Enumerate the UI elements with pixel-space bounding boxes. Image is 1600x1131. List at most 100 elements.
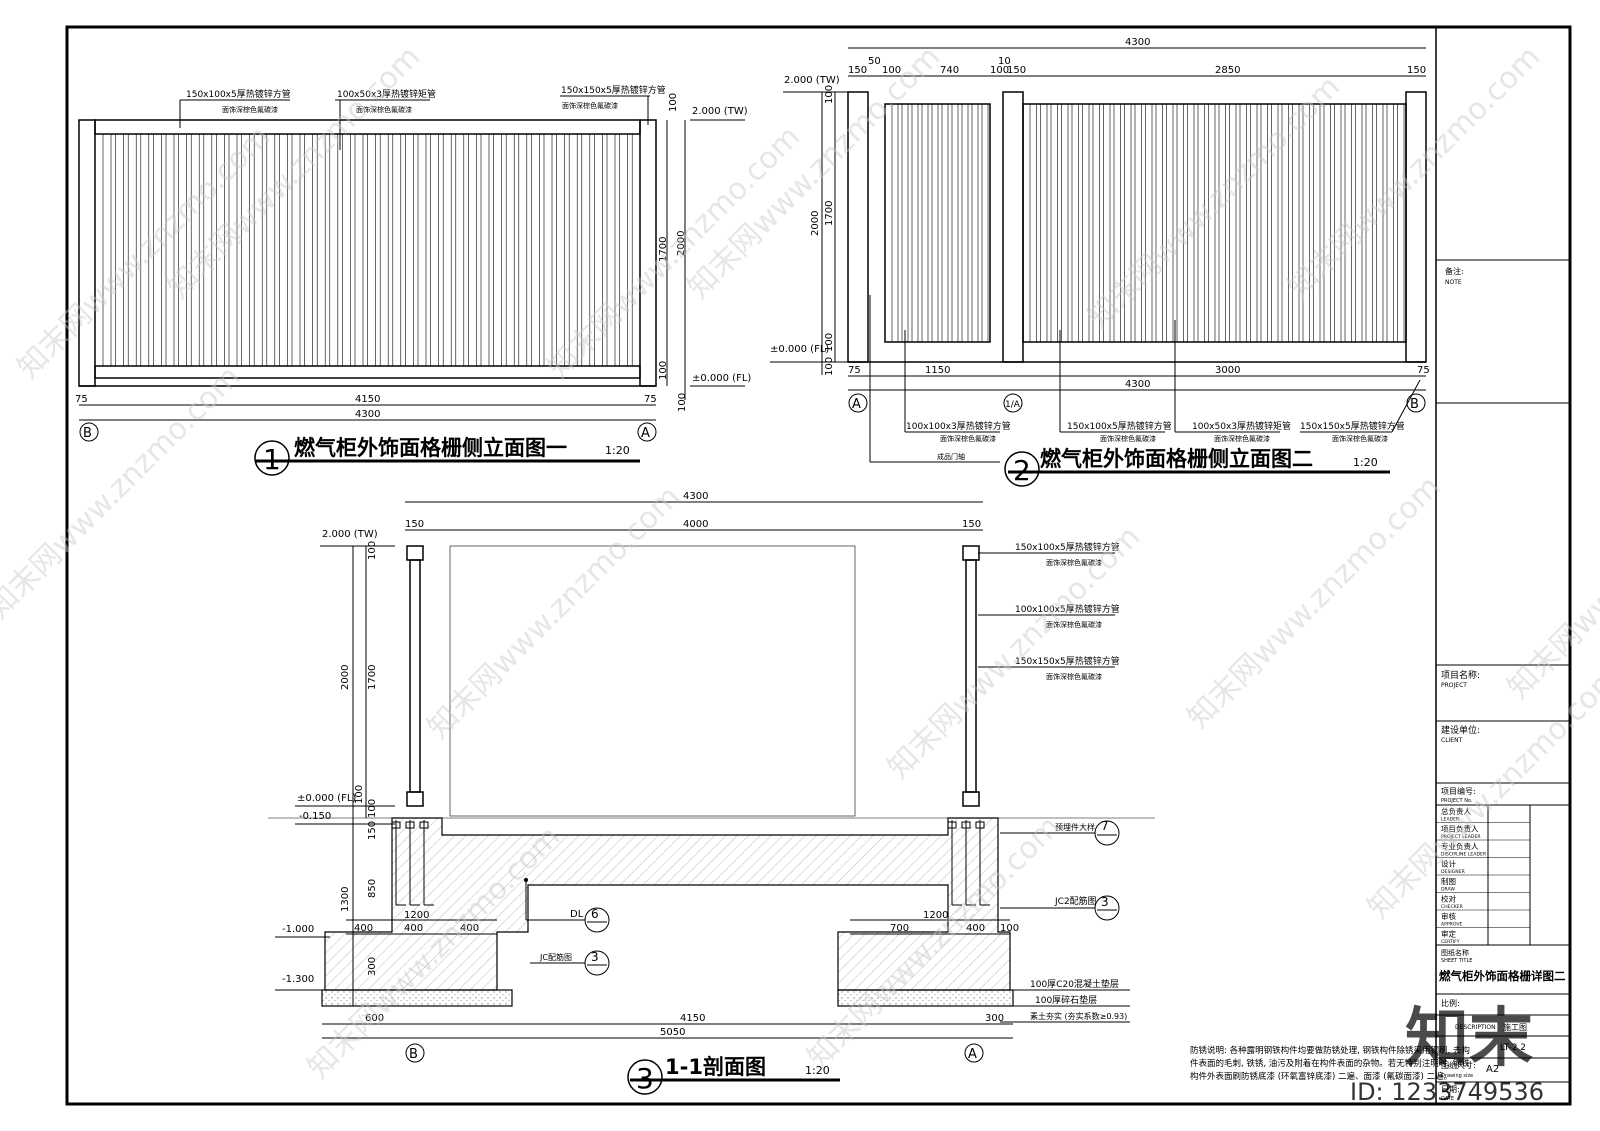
tb-role-en: CHECKER — [1441, 904, 1464, 910]
watermark-text: 知末网www.znzmo.com — [881, 519, 1147, 785]
anchor-nut — [391, 821, 401, 829]
tb-date-label: 日期: — [1441, 1085, 1460, 1094]
d2-slat — [1229, 103, 1237, 343]
d1-dim-h-bot: 100 — [658, 361, 669, 380]
d3-vdim-7: 850 — [367, 879, 378, 898]
d1-slat — [354, 133, 364, 367]
d1-slat — [178, 133, 187, 367]
d1-slat — [405, 133, 414, 367]
d1-slat — [329, 133, 339, 367]
d2-level-top: 2.000 (TW) — [784, 75, 840, 86]
drawing-1-elevation: 100 1700 2000 100 100 2.000 (TW) ±0.000 … — [75, 84, 751, 476]
d2-slat — [1176, 103, 1184, 343]
watermark-text: 知末网www.znzmo.com — [1181, 469, 1447, 735]
d2-slat — [1029, 103, 1037, 343]
d2-label-4-spec: 150x150x5厚热镀锌方管 — [1300, 420, 1405, 432]
d1-slat — [430, 133, 439, 367]
d3-label-1-finish: 面饰深棕色氟碳漆 — [1046, 558, 1102, 567]
d3-layer-1: 100厚C20混凝土垫层 — [1030, 978, 1119, 990]
anchor-nut — [419, 821, 429, 829]
d3-grid-left: B — [409, 1047, 418, 1062]
d3-vdim-8: 1300 — [340, 887, 351, 912]
tb-role-cn: 审核 — [1441, 911, 1457, 921]
d2-dim-b-3: 3000 — [1215, 365, 1240, 376]
d3-foot-left-1200: 1200 — [404, 910, 429, 921]
d3-embed-label: 预埋件大样 — [1055, 822, 1095, 832]
d2-dim-h-bot: 100 — [824, 333, 835, 352]
tb-client-label: 建设单位: — [1441, 724, 1480, 736]
d3-label-3-spec: 150x150x5厚热镀锌方管 — [1015, 655, 1120, 667]
d3-foot-left-c: 400 — [460, 923, 479, 934]
d1-dim-total: 4300 — [355, 409, 380, 420]
d3-grid-right: A — [968, 1047, 977, 1062]
d3-vdim-9: 300 — [367, 957, 378, 976]
d1-slat — [442, 133, 452, 367]
tb-role-en: DESIGNER — [1441, 869, 1466, 875]
d1-slat — [304, 133, 313, 367]
d1-slat — [606, 133, 616, 367]
logo-watermark: 知末 — [1405, 1002, 1533, 1076]
d2-slat — [1082, 103, 1090, 343]
d3-embed-ref: 7 — [1101, 819, 1109, 833]
tb-date-label-en: DATE — [1441, 1096, 1454, 1102]
d2-gate-slat — [921, 103, 929, 343]
d2-slat — [1292, 103, 1300, 343]
d3-layer-3: 素土夯实 (夯实系数≥0.93) — [1030, 1011, 1127, 1021]
d3-foot-left-b: 400 — [404, 923, 423, 934]
d1-slat — [568, 133, 578, 367]
d1-slat — [228, 133, 238, 367]
d3-level-zero: ±0.000 (FL) — [297, 793, 356, 804]
d1-slat — [153, 133, 162, 367]
d2-slat — [1071, 103, 1079, 343]
d1-grid-right: A — [641, 426, 650, 441]
d3-dim-right: 150 — [962, 519, 981, 530]
d2-level-bottom: ±0.000 (FL) — [770, 344, 829, 355]
d1-label-2-finish: 面饰深棕色氟碳漆 — [356, 105, 412, 114]
d2-slat — [1040, 103, 1048, 343]
tb-drawing-no: LT-2.2 — [1500, 1043, 1526, 1053]
tb-size-value: A2 — [1486, 1064, 1499, 1075]
d2-slat — [1113, 103, 1121, 343]
d1-slat — [115, 133, 124, 367]
d2-slat — [1271, 103, 1279, 343]
d1-dim-h-mid: 1700 — [658, 237, 669, 262]
d2-slat — [1386, 103, 1394, 343]
tb-role-cn: 校对 — [1441, 894, 1457, 904]
d2-slat — [1281, 103, 1289, 343]
d2-gate-slat — [931, 103, 939, 343]
d2-gate-slat — [891, 103, 899, 343]
anchor-nut — [947, 821, 957, 829]
rust-protection-notes: 防锈说明: 各种露明钢铁构件均要做防锈处理, 钢铁构件除锈采用钢刷, 去构 件表… — [1190, 1045, 1470, 1082]
d1-slat — [631, 133, 641, 367]
title-block: 备注: NOTE 项目名称: PROJECT 建设单位: CLIENT 项目编号… — [1436, 259, 1570, 1102]
d3-dl-label: DL — [570, 909, 584, 920]
watermark-text: 知末网www.znzmo.com — [421, 479, 687, 745]
anchor-nut — [405, 821, 415, 829]
d2-dim-top-2: 50 — [868, 56, 881, 67]
d1-slat — [241, 133, 250, 367]
d1-slat — [127, 133, 137, 367]
d3-level-m1000: -1.000 — [282, 924, 314, 935]
d3-dim-mid: 4000 — [683, 519, 708, 530]
d2-gate-slat — [901, 103, 909, 343]
d3-foot-left-a: 400 — [354, 923, 373, 934]
d3-dim-left: 150 — [405, 519, 424, 530]
d2-dim-b-2: 1150 — [925, 365, 950, 376]
d1-slat — [379, 133, 389, 367]
note-line-2: 件表面的毛刺, 铁锈, 油污及附着在构件表面的杂物。若无特别注明时, 钢铁 — [1190, 1058, 1470, 1069]
id-watermark: ID: 1233749536 — [1350, 1078, 1544, 1106]
d1-label-3-spec: 150x150x5厚热镀锌方管 — [561, 84, 666, 96]
tb-role-cn: 项目负责人 — [1441, 824, 1479, 834]
tb-role-cn: 专业负责人 — [1441, 841, 1479, 851]
d2-label-2-spec: 150x100x5厚热镀锌方管 — [1067, 420, 1172, 432]
drawing-3-section: 4300 150 4000 150 2.000 (TW) ±0.000 (FL)… — [268, 491, 1155, 1095]
d1-slat — [619, 133, 628, 367]
note-line-1: 防锈说明: 各种露明钢铁构件均要做防锈处理, 钢铁构件除锈采用钢刷, 去构 — [1190, 1045, 1470, 1056]
watermark-text: 知末网www.znzmo.com — [1501, 439, 1600, 705]
d2-dim-h-base: 100 — [824, 357, 835, 376]
d3-vdim-4: 100 — [354, 785, 365, 804]
d3-title: 1-1剖面图 — [665, 1055, 766, 1079]
d1-slat — [480, 133, 490, 367]
d1-slat — [543, 133, 553, 367]
d1-slat — [455, 133, 465, 367]
